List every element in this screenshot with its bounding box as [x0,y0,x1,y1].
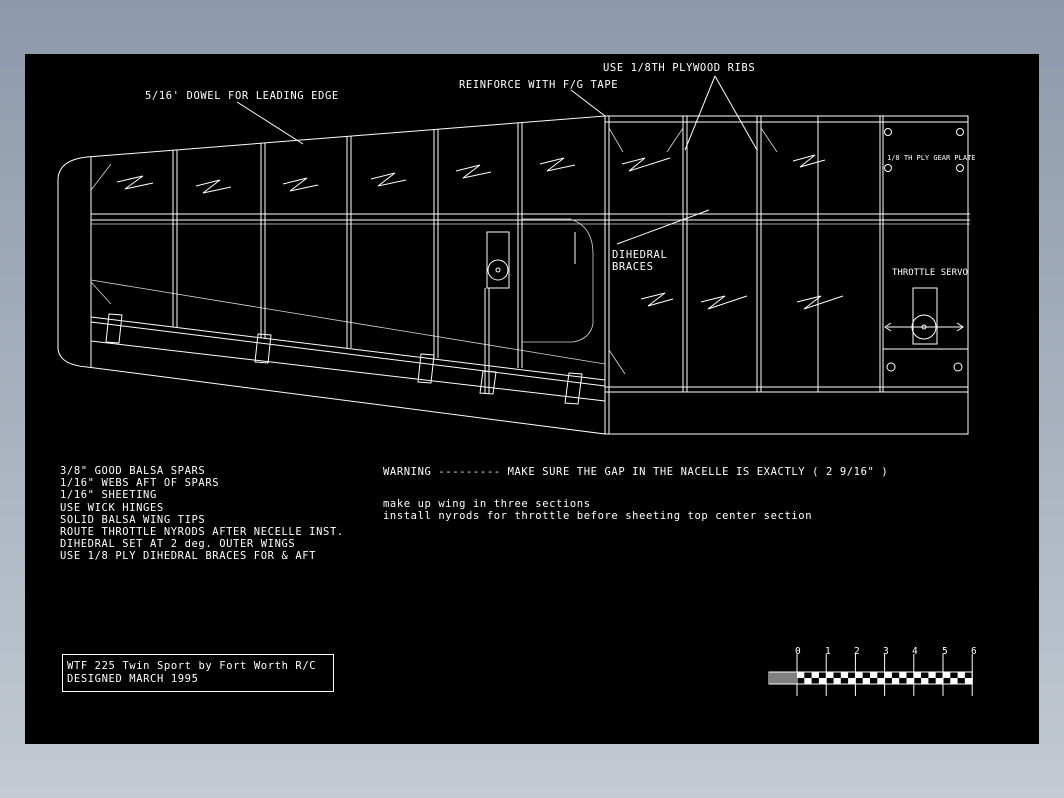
note-item: 1/16" SHEETING [60,489,157,502]
note-item: DIHEDRAL SET AT 2 deg. OUTER WINGS [60,538,296,551]
wing-plan-drawing [57,75,973,696]
scale-label-5: 5 [942,646,948,657]
dowel-callout: 5/16' DOWEL FOR LEADING EDGE [145,90,339,102]
note-item: 1/16" WEBS AFT OF SPARS [60,477,220,490]
dihedral-braces-callout-2: BRACES [612,261,654,273]
title-block: WTF 225 Twin Sport by Fort Worth R/C DES… [62,654,334,692]
scale-label-0: 0 [795,646,801,657]
note-item: SOLID BALSA WING TIPS [60,513,206,526]
note-item: USE WICK HINGES [60,501,164,514]
title-line-1: WTF 225 Twin Sport by Fort Worth R/C [67,660,317,672]
instruction-1: make up wing in three sections [383,498,591,510]
throttle-servo-callout: THROTTLE SERVO [892,268,968,278]
note-item: USE 1/8 PLY DIHEDRAL BRACES FOR & AFT [60,550,317,563]
title-line-2: DESIGNED MARCH 1995 [67,673,199,685]
note-item: 3/8" GOOD BALSA SPARS [60,465,206,477]
instruction-2: install nyrods for throttle before sheet… [383,510,813,522]
warning-note: WARNING --------- MAKE SURE THE GAP IN T… [383,466,889,478]
scale-label-1: 1 [825,646,831,657]
gear-plate-callout: 1/8 TH PLY GEAR PLATE [887,154,976,162]
scale-label-6: 6 [971,646,977,657]
center-section [604,115,969,435]
plywood-ribs-callout: USE 1/8TH PLYWOOD RIBS [603,62,756,74]
dihedral-braces-callout-1: DIHEDRAL [612,249,668,261]
drawing-sheet: 5/16' DOWEL FOR LEADING EDGE REINFORCE W… [25,54,1039,744]
section-breaks [116,154,844,310]
outer-wing-panel [57,115,970,435]
callout-leaders [236,75,758,245]
scale-label-3: 3 [883,646,889,657]
reinforce-callout: REINFORCE WITH F/G TAPE [459,79,619,91]
build-notes: 3/8" GOOD BALSA SPARS 1/16" WEBS AFT OF … [60,465,344,563]
scale-bar[interactable] [768,654,973,696]
note-item: ROUTE THROTTLE NYRODS AFTER NECELLE INST… [60,526,344,539]
scale-label-4: 4 [912,646,918,657]
scale-label-2: 2 [854,646,860,657]
